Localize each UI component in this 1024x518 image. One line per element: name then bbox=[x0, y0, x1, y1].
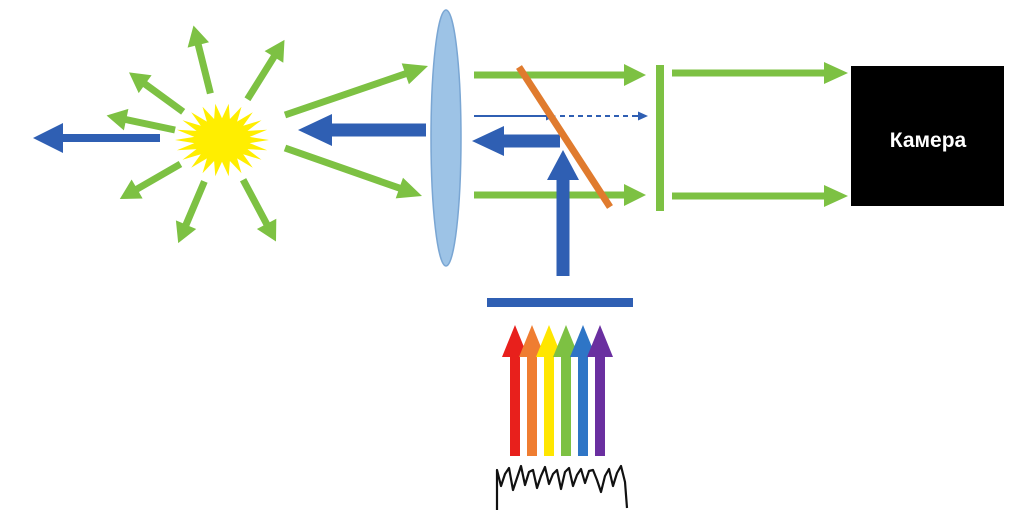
emission-filter bbox=[656, 65, 664, 211]
excitation-arrow bbox=[472, 126, 560, 156]
camera-box bbox=[851, 66, 1004, 206]
beam-arrows bbox=[298, 62, 848, 276]
reflected-arrow bbox=[474, 111, 556, 121]
spectrum-arrow bbox=[502, 325, 528, 456]
spectrum-arrow bbox=[519, 325, 545, 456]
dichroic-mirror bbox=[516, 65, 613, 209]
lens-icon bbox=[430, 9, 462, 267]
transmitted-arrowhead bbox=[634, 111, 648, 121]
emission-arrow bbox=[175, 180, 208, 244]
spectrum-arrow bbox=[553, 325, 579, 456]
spectrum-arrow bbox=[570, 325, 596, 456]
emission-arrow bbox=[119, 161, 183, 199]
spectrum-arrow bbox=[536, 325, 562, 456]
emission-arrow bbox=[244, 39, 285, 102]
starburst-icon bbox=[175, 103, 269, 177]
emission-arrow bbox=[129, 72, 186, 115]
emission-arrow bbox=[283, 63, 428, 119]
spectrum-arrow bbox=[587, 325, 613, 456]
camera-label: Камера bbox=[890, 129, 967, 152]
emission-arrow bbox=[672, 185, 848, 207]
emission-arrow bbox=[187, 25, 214, 95]
emission-arrow bbox=[283, 144, 422, 199]
emission-arrow bbox=[474, 64, 646, 86]
emission-arrow bbox=[672, 62, 848, 84]
emission-arrow bbox=[106, 108, 176, 134]
excitation-arrow bbox=[547, 150, 579, 276]
emission-rays bbox=[33, 25, 428, 244]
spectrum-arrows bbox=[502, 325, 613, 456]
excitation-filter bbox=[487, 298, 633, 307]
excitation-arrow bbox=[298, 114, 426, 146]
excitation-arrow bbox=[33, 123, 160, 153]
emission-arrow bbox=[240, 178, 277, 242]
noise-waveform-icon bbox=[495, 464, 629, 510]
